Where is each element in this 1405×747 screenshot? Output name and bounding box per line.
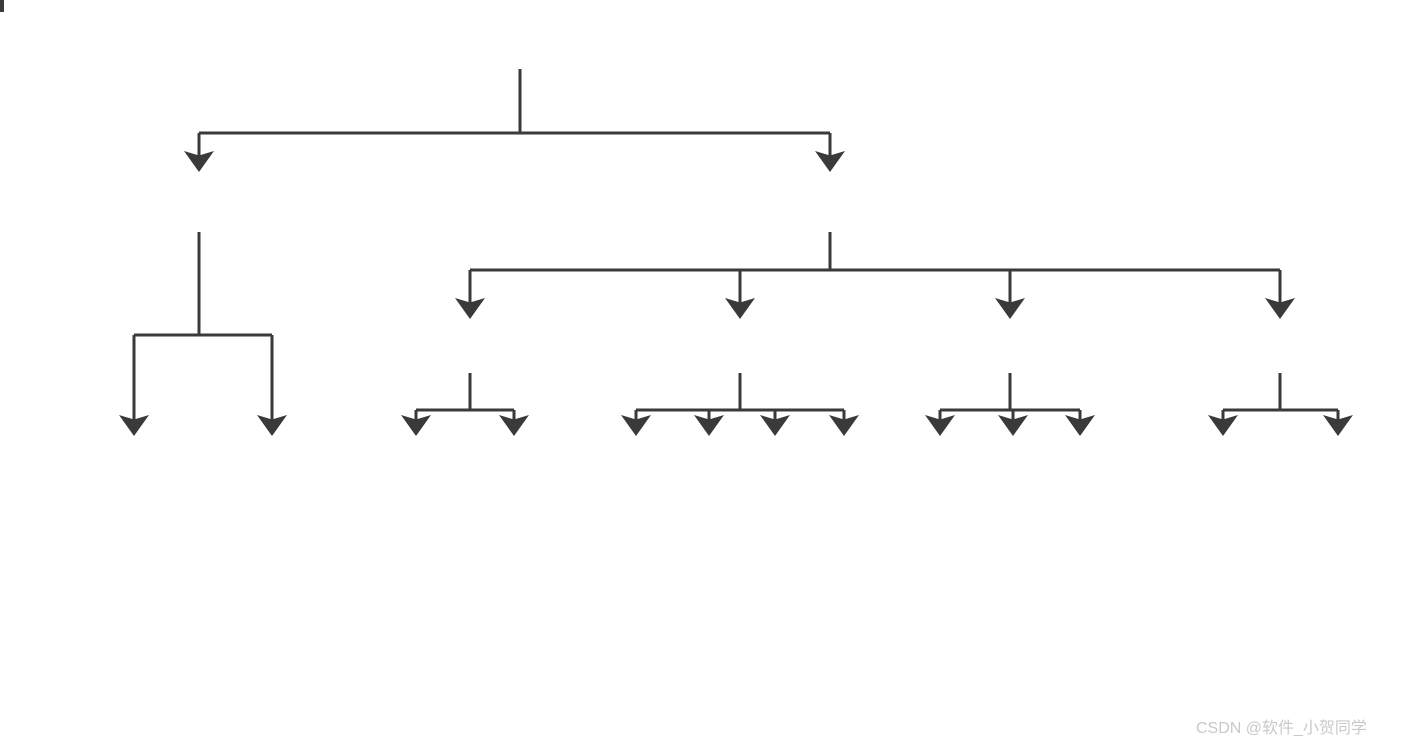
node-leaf-rec-query-record[interactable]	[0, 0, 4, 12]
watermark-text: CSDN @软件_小贺同学	[1196, 720, 1367, 737]
